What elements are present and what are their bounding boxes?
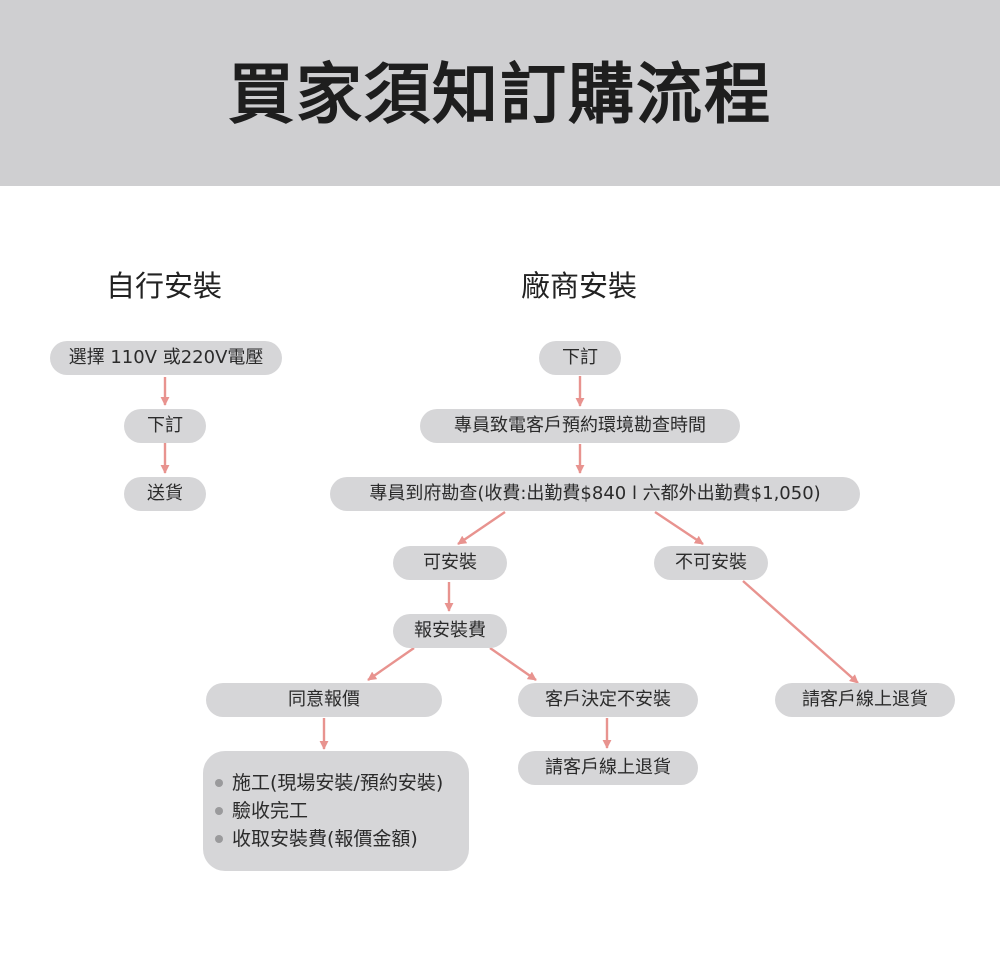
list-item: 驗收完工: [215, 797, 469, 825]
not-installable-step: 不可安裝: [654, 546, 768, 580]
select-voltage-step: 選擇 110V 或220V電壓: [50, 341, 282, 375]
survey-step: 專員到府勘查(收費:出勤費$840 l 六都外出勤費$1,050): [330, 477, 860, 511]
bullet-icon: [215, 807, 223, 815]
arrow-survey-to-installable: [457, 511, 506, 545]
arrow-not-installable-to-return: [742, 580, 859, 684]
vendor-order-step: 下訂: [539, 341, 621, 375]
header-banner: 買家須知訂購流程: [0, 0, 1000, 186]
bullet-icon: [215, 835, 223, 843]
installable-step: 可安裝: [393, 546, 507, 580]
arrow-quote-to-decline: [489, 647, 537, 681]
arrow-survey-to-not-installable: [654, 511, 704, 545]
arrow-quote-to-agree: [367, 647, 415, 681]
bullet-icon: [215, 779, 223, 787]
construction-step-label: 施工(現場安裝/預約安裝): [232, 772, 444, 794]
return-online-step-middle: 請客戶線上退貨: [518, 751, 698, 785]
delivery-step: 送貨: [124, 477, 206, 511]
vendor-install-heading: 廠商安裝: [521, 269, 638, 303]
self-order-step: 下訂: [124, 409, 206, 443]
acceptance-step-label: 驗收完工: [232, 800, 309, 822]
agree-quote-step: 同意報價: [206, 683, 442, 717]
self-install-heading: 自行安裝: [106, 269, 223, 303]
collect-fee-step-label: 收取安裝費(報價金額): [232, 828, 418, 850]
customer-declines-step: 客戶決定不安裝: [518, 683, 698, 717]
final-steps-box: 施工(現場安裝/預約安裝) 驗收完工 收取安裝費(報價金額): [203, 751, 469, 871]
list-item: 收取安裝費(報價金額): [215, 825, 469, 853]
page-title: 買家須知訂購流程: [228, 56, 772, 133]
return-online-step-right: 請客戶線上退貨: [775, 683, 955, 717]
list-item: 施工(現場安裝/預約安裝): [215, 769, 469, 797]
appointment-step: 專員致電客戶預約環境勘查時間: [420, 409, 740, 443]
quote-step: 報安裝費: [393, 614, 507, 648]
